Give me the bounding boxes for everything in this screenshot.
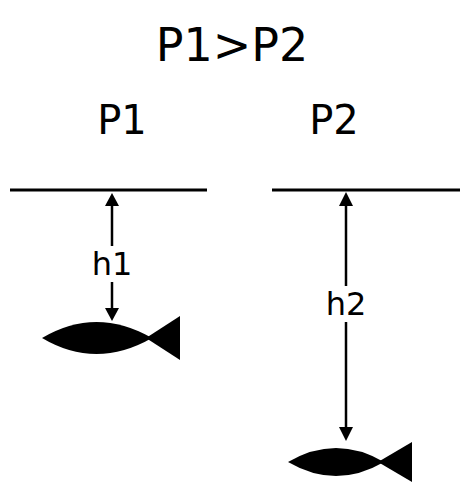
fish-tail: [378, 442, 412, 482]
depth-label: h1: [89, 246, 136, 282]
fish-tail: [146, 316, 180, 360]
water-surface: [272, 189, 460, 192]
arrow-head: [105, 308, 119, 321]
depth-label: h2: [323, 286, 370, 322]
diagram-title: P1>P2: [153, 20, 312, 70]
pressure-label: P2: [306, 98, 362, 142]
fish-body: [42, 322, 152, 354]
water-surface: [10, 189, 207, 192]
fish-body: [288, 448, 384, 476]
arrow-head: [105, 193, 119, 206]
arrow-head: [339, 192, 353, 206]
arrow-head: [339, 427, 353, 441]
pressure-label: P1: [94, 98, 150, 142]
